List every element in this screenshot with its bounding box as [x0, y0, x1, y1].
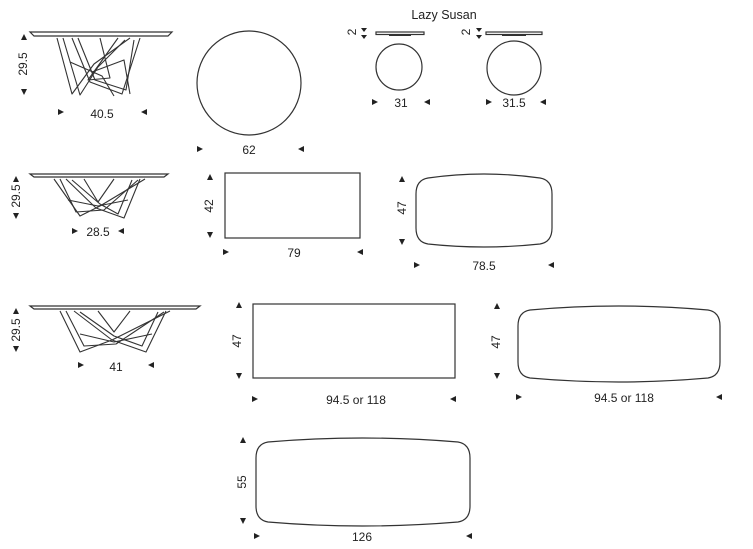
lazy-susan-base [389, 34, 411, 36]
arrow-up-icon [494, 303, 500, 309]
arrow-up-icon [21, 34, 27, 40]
rectangular-top-medium: 42 79 [202, 172, 363, 260]
arrow-right-icon [254, 533, 260, 539]
arrow-down-icon [476, 28, 482, 32]
lazy-susan-profile [375, 31, 425, 36]
arrow-left-icon [424, 99, 430, 105]
round-table-elevation: 29.5 40.5 [16, 31, 174, 121]
arrow-up-icon [13, 176, 19, 182]
barrel-top-outline [517, 305, 721, 383]
arrow-right-icon [223, 249, 229, 255]
arrow-right-icon [486, 99, 492, 105]
height-label: 29.5 [9, 318, 23, 342]
width-label: 79 [287, 246, 301, 260]
arrow-up-icon [494, 373, 500, 379]
arrow-right-icon [58, 109, 64, 115]
tabletop-edge [28, 305, 202, 310]
barrel-top-extra-large: 55 126 [235, 437, 472, 544]
arrow-up-icon [476, 35, 482, 39]
arrow-up-icon [13, 308, 19, 314]
arrow-up-icon [21, 89, 27, 95]
round-top-outline [196, 30, 302, 136]
arrow-right-icon [252, 396, 258, 402]
tabletop-edge [28, 173, 170, 178]
width-label: 31 [394, 96, 408, 110]
width-label: 126 [352, 530, 372, 544]
arrow-down-icon [361, 28, 367, 32]
arrow-left-icon [466, 533, 472, 539]
rectangular-top-large: 47 94.5 or 118 [230, 302, 456, 407]
depth-label: 47 [395, 201, 409, 215]
depth-label: 47 [230, 334, 244, 348]
arrow-right-icon [516, 394, 522, 400]
lazy-susan-large: 2 31.5 [459, 28, 546, 110]
depth-label: 47 [489, 335, 503, 349]
arrow-left-icon [141, 109, 147, 115]
lazy-susan-small: 2 31 [345, 28, 430, 110]
height-label: 29.5 [9, 184, 23, 208]
arrow-up-icon [240, 518, 246, 524]
thickness-label: 2 [459, 28, 473, 35]
arrow-up-icon [207, 232, 213, 238]
arrow-left-icon [148, 362, 154, 368]
barrel-top-outline [255, 437, 471, 527]
rectangle-top-outline [252, 303, 456, 379]
arrow-right-icon [78, 362, 84, 368]
arrow-left-icon [357, 249, 363, 255]
large-table-elevation: 29.5 41 [9, 305, 202, 374]
width-label: 62 [242, 143, 256, 157]
depth-label: 55 [235, 475, 249, 489]
width-label: 31.5 [502, 96, 526, 110]
lazy-susan-profile [485, 31, 543, 36]
arrow-up-icon [207, 174, 213, 180]
table-base [59, 310, 171, 353]
arrow-left-icon [548, 262, 554, 268]
arrow-right-icon [372, 99, 378, 105]
arrow-left-icon [540, 99, 546, 105]
width-label: 40.5 [90, 107, 114, 121]
arrow-up-icon [399, 239, 405, 245]
arrow-up-icon [361, 35, 367, 39]
depth-label: 42 [202, 199, 216, 213]
barrel-top-medium: 47 78.5 [395, 173, 554, 273]
arrow-up-icon [13, 213, 19, 219]
width-label: 41 [109, 360, 123, 374]
barrel-top-outline [415, 173, 553, 248]
thickness-label: 2 [345, 28, 359, 35]
lazy-susan-base [502, 34, 526, 36]
arrow-left-icon [118, 228, 124, 234]
arrow-left-icon [298, 146, 304, 152]
barrel-top-large: 47 94.5 or 118 [489, 303, 722, 405]
arrow-up-icon [236, 302, 242, 308]
height-label: 29.5 [16, 52, 30, 76]
medium-table-elevation: 29.5 28.5 [9, 173, 170, 239]
width-label: 94.5 or 118 [326, 393, 386, 407]
arrow-up-icon [399, 176, 405, 182]
lazy-susan-plan [486, 40, 542, 96]
arrow-right-icon [197, 146, 203, 152]
width-label: 94.5 or 118 [594, 391, 654, 405]
width-label: 28.5 [86, 225, 110, 239]
arrow-left-icon [450, 396, 456, 402]
width-label: 78.5 [472, 259, 496, 273]
rectangle-top-outline [224, 172, 361, 239]
lazy-susan-title: Lazy Susan [411, 8, 476, 22]
round-table-plan: 62 [196, 30, 304, 157]
table-base [56, 37, 141, 97]
arrow-up-icon [240, 437, 246, 443]
lazy-susan-plan [375, 43, 423, 91]
arrow-up-icon [13, 346, 19, 352]
arrow-up-icon [236, 373, 242, 379]
arrow-right-icon [414, 262, 420, 268]
tabletop-edge [28, 31, 174, 37]
arrow-left-icon [716, 394, 722, 400]
table-base [53, 178, 146, 219]
arrow-right-icon [72, 228, 78, 234]
